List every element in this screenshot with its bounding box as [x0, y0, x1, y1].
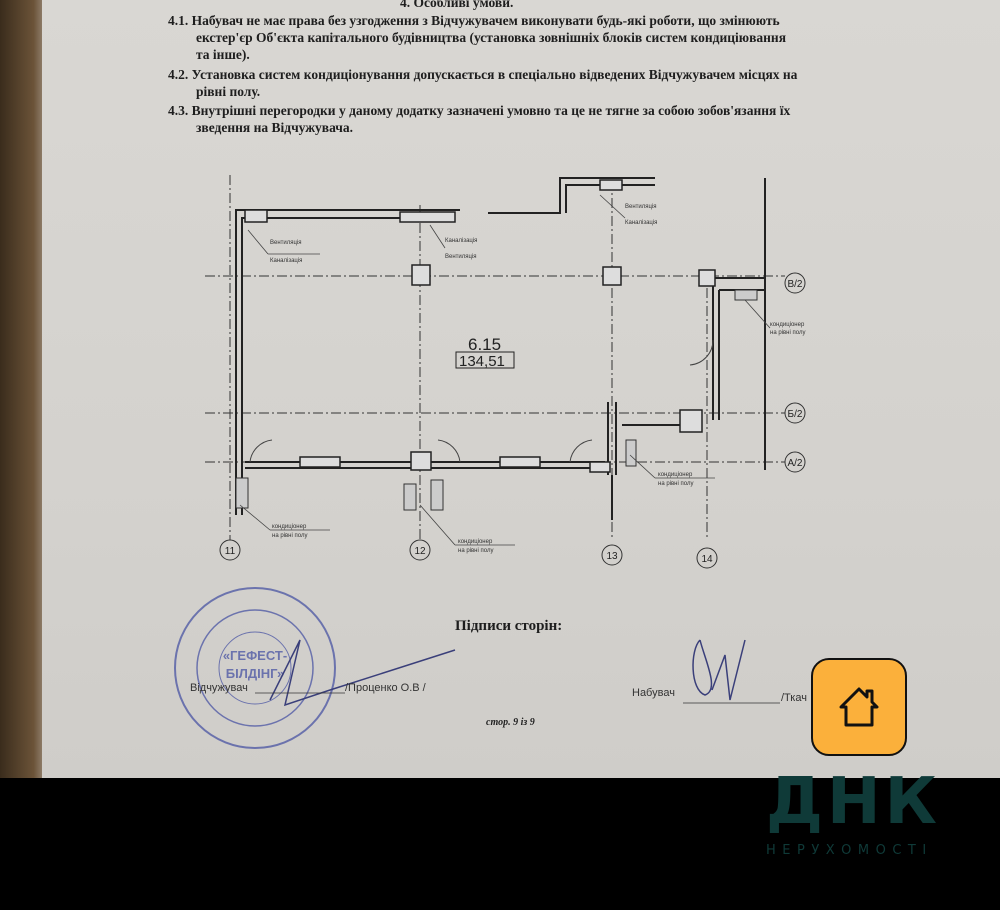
axis-label: В/2: [787, 279, 802, 290]
logo-main: ДНК: [766, 765, 941, 839]
axis-label: 14: [701, 554, 713, 565]
note-ac: кондиціонер: [272, 524, 307, 530]
note-ac-level: на рівні полу: [770, 330, 805, 336]
clause-number: 4.1.: [168, 13, 189, 28]
clause-number: 4.3.: [168, 103, 189, 118]
axis-label: А/2: [787, 458, 802, 469]
note-ventilation: Вентиляція: [625, 204, 657, 210]
ac-units: [235, 289, 758, 511]
clause-text: екстер'єр Об'єкта капітального будівницт…: [196, 30, 786, 45]
note-ac-level: на рівні полу: [272, 533, 307, 539]
floor-plan: Вентиляція Каналізація Каналізація Венти…: [174, 175, 806, 749]
clause-text: Внутрішні перегородки у даному додатку з…: [191, 103, 791, 118]
signature-buyer: [692, 639, 746, 701]
clause-text: Набувач не має права без узгодження з Ві…: [191, 13, 780, 28]
desk-edge: [0, 0, 42, 778]
note-ventilation: Вентиляція: [270, 240, 302, 246]
axis-bubbles: [219, 272, 806, 569]
clause-number: 4.2.: [168, 67, 189, 82]
company-stamp: «ГЕФЕСТ- БІЛДІНГ»: [174, 587, 336, 749]
note-ac: кондиціонер: [658, 472, 693, 478]
note-sewer: Каналізація: [445, 238, 477, 244]
signature-seller: [269, 639, 456, 707]
note-ac-level: на рівні полу: [658, 481, 693, 487]
axis-label: 12: [414, 546, 426, 557]
axis-label: 13: [606, 551, 618, 562]
note-ac: кондиціонер: [458, 539, 493, 545]
axis-labels: 11 12 13 14 В/2 Б/2 А/2: [225, 279, 803, 565]
leader-lines: [239, 194, 771, 546]
page-number: стор. 9 із 9: [486, 717, 535, 728]
clause-text: зведення на Відчужувача.: [196, 120, 354, 135]
svg-text:БІЛДІНГ»: БІЛДІНГ»: [226, 666, 284, 681]
room-area-box: [455, 351, 515, 369]
clause-4-2: 4.2. Установка систем кондиціонування до…: [168, 66, 918, 100]
section-heading: 4. Особливі умови.: [400, 0, 514, 10]
note-ac-level: на рівні полу: [458, 548, 493, 554]
home-icon: [839, 687, 879, 727]
room-number: 6.15: [468, 335, 501, 354]
note-ventilation: Вентиляція: [445, 254, 477, 260]
clause-4-1: 4.1. Набувач не має права без узгодження…: [168, 12, 918, 63]
axis-label: 11: [225, 546, 236, 557]
document-page: [42, 0, 1000, 778]
note-sewer: Каналізація: [625, 220, 657, 226]
seller-label: Відчужувач: [190, 682, 248, 694]
svg-text:«ГЕФЕСТ-: «ГЕФЕСТ-: [223, 648, 287, 663]
note-ac: кондиціонер: [770, 322, 805, 328]
home-button[interactable]: [811, 658, 907, 756]
clause-text: та інше).: [196, 47, 250, 62]
plan-notes: Вентиляція Каналізація Каналізація Венти…: [270, 204, 805, 554]
note-sewer: Каналізація: [270, 258, 302, 264]
clause-4-3: 4.3. Внутрішні перегородки у даному дода…: [168, 102, 918, 136]
buyer-name: /Ткач: [781, 692, 807, 704]
columns: [244, 179, 716, 473]
axis-label: Б/2: [788, 409, 803, 420]
room-area: 134,51: [459, 353, 505, 370]
clause-text: Установка систем кондиціонування допуска…: [191, 67, 798, 82]
signatures-title: Підписи сторін:: [455, 618, 563, 634]
seller-name: /Проценко О.В /: [345, 682, 426, 694]
door-swings: [249, 339, 714, 463]
logo-subtitle: НЕРУХОМОСТІ: [766, 843, 933, 858]
buyer-label: Набувач: [632, 687, 675, 699]
clause-text: рівні полу.: [196, 84, 261, 99]
